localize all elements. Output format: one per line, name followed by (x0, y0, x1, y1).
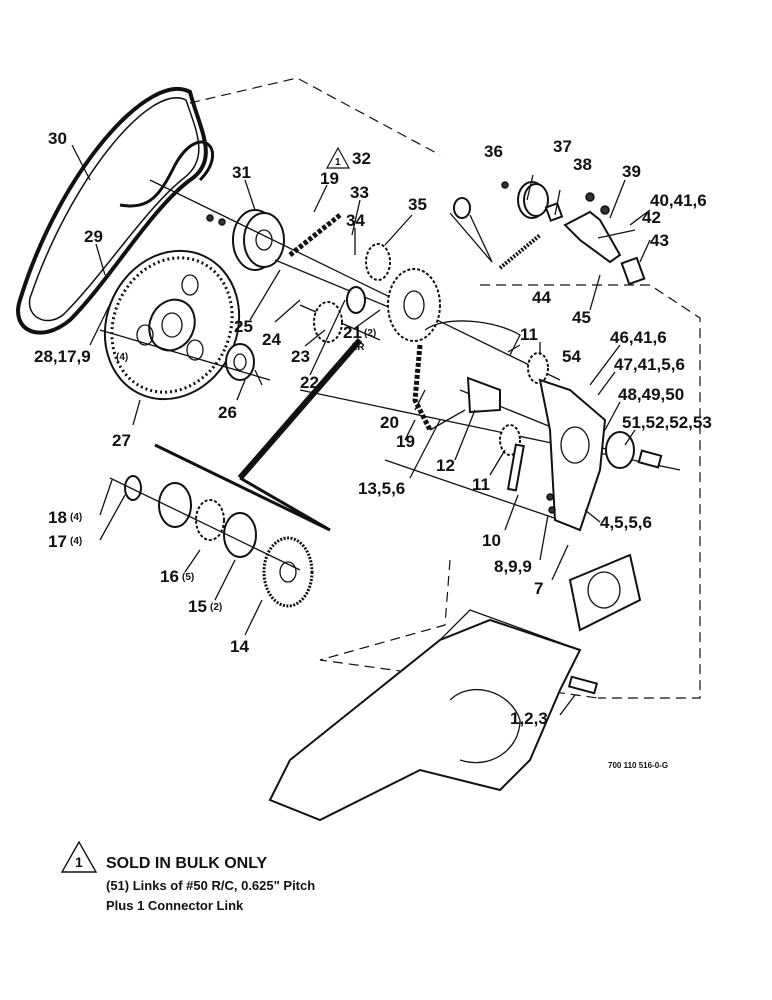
v-belt-part-30 (16, 87, 214, 335)
callout-leader-lines (71, 144, 651, 716)
callout-36: 36 (484, 142, 503, 161)
callout-37: 37 (553, 137, 572, 156)
bulk-only-marker-icon: 1 (325, 146, 351, 169)
callout-18: 18 (48, 508, 67, 527)
callout-40-41-6: 40,41,6 (650, 191, 707, 210)
callout-43: 43 (650, 231, 669, 250)
callout-42: 42 (642, 208, 661, 227)
svg-text:1: 1 (335, 157, 341, 168)
callout-31: 31 (232, 163, 251, 182)
callout-54: 54 (562, 347, 581, 366)
misc-hardware-parts-8-10-12-13 (429, 376, 556, 514)
callout-12: 12 (436, 456, 455, 475)
callout-39: 39 (622, 162, 641, 181)
callout-19-lower: 19 (396, 432, 415, 451)
callout-16: 16 (160, 567, 179, 586)
callout-48-49-50: 48,49,50 (618, 385, 684, 404)
callout-13-5-6: 13,5,6 (358, 479, 405, 498)
callout-33: 33 (350, 183, 369, 202)
callout-35: 35 (408, 195, 427, 214)
note-marker: 1 (75, 854, 83, 870)
callout-15: 15 (188, 597, 207, 616)
note-line-1: (51) Links of #50 R/C, 0.625" Pitch (106, 878, 315, 893)
callout-45: 45 (572, 308, 591, 327)
callout-11-upper: 11 (520, 325, 538, 344)
frame-weldment (268, 609, 599, 822)
callout-19-upper: 19 (320, 169, 339, 188)
callout-17-qty: (4) (70, 536, 82, 547)
callout-23: 23 (291, 347, 310, 366)
idler-arm-group-parts-36-45 (449, 181, 646, 286)
callout-7: 7 (534, 579, 543, 598)
callout-30: 30 (48, 129, 67, 148)
callout-26: 26 (218, 403, 237, 422)
callout-8-9-9: 8,9,9 (494, 557, 532, 576)
bulk-note: 1 SOLD IN BULK ONLY (51) Links of #50 R/… (60, 840, 315, 913)
callout-21-ar: AR (350, 342, 365, 353)
callout-labels: 30 31 1 32 19 33 35 34 29 25 24 23 21 (2… (34, 129, 712, 770)
callout-21-qty: (2) (364, 328, 376, 339)
callout-34: 34 (346, 211, 365, 230)
callout-14: 14 (230, 637, 249, 656)
clutch-group-parts-14-18 (109, 338, 363, 608)
note-title: SOLD IN BULK ONLY (106, 855, 268, 872)
callout-4-5-5-6: 4,5,5,6 (600, 513, 652, 532)
callout-15-qty: (2) (210, 602, 222, 613)
callout-16-qty: (5) (182, 572, 194, 583)
callout-32: 32 (352, 149, 371, 168)
callout-47-41-5-6: 47,41,5,6 (614, 355, 685, 374)
callout-28-17-9: 28,17,9 (34, 347, 91, 366)
callout-10: 10 (482, 531, 501, 550)
assembly-outline (189, 77, 701, 699)
callout-27: 27 (112, 431, 131, 450)
roller-chains-parts-32-20 (288, 213, 521, 432)
callout-21: 21 (343, 323, 362, 342)
callout-17: 17 (48, 532, 67, 551)
callout-22: 22 (300, 373, 319, 392)
callout-44: 44 (532, 288, 551, 307)
note-triangle-icon (60, 840, 98, 873)
callout-28-qty: (4) (116, 352, 128, 363)
sprockets-parts-21-22-23-35 (313, 243, 549, 456)
note-line-2: Plus 1 Connector Link (106, 898, 244, 913)
callout-29: 29 (84, 227, 103, 246)
callout-46-41-6: 46,41,6 (610, 328, 667, 347)
hub-part-26 (225, 343, 263, 386)
callout-38: 38 (573, 155, 592, 174)
callout-24: 24 (262, 330, 281, 349)
callout-18-qty: (4) (70, 512, 82, 523)
callout-1-2-3: 1,2,3 (510, 709, 548, 728)
callout-11-lower: 11 (472, 475, 490, 494)
mounting-bracket-part-7 (538, 378, 663, 632)
figure-code: 700 110 516-0-G (608, 761, 668, 770)
callout-20: 20 (380, 413, 399, 432)
callout-25: 25 (234, 317, 253, 336)
callout-51-52-52-53: 51,52,52,53 (622, 413, 712, 432)
